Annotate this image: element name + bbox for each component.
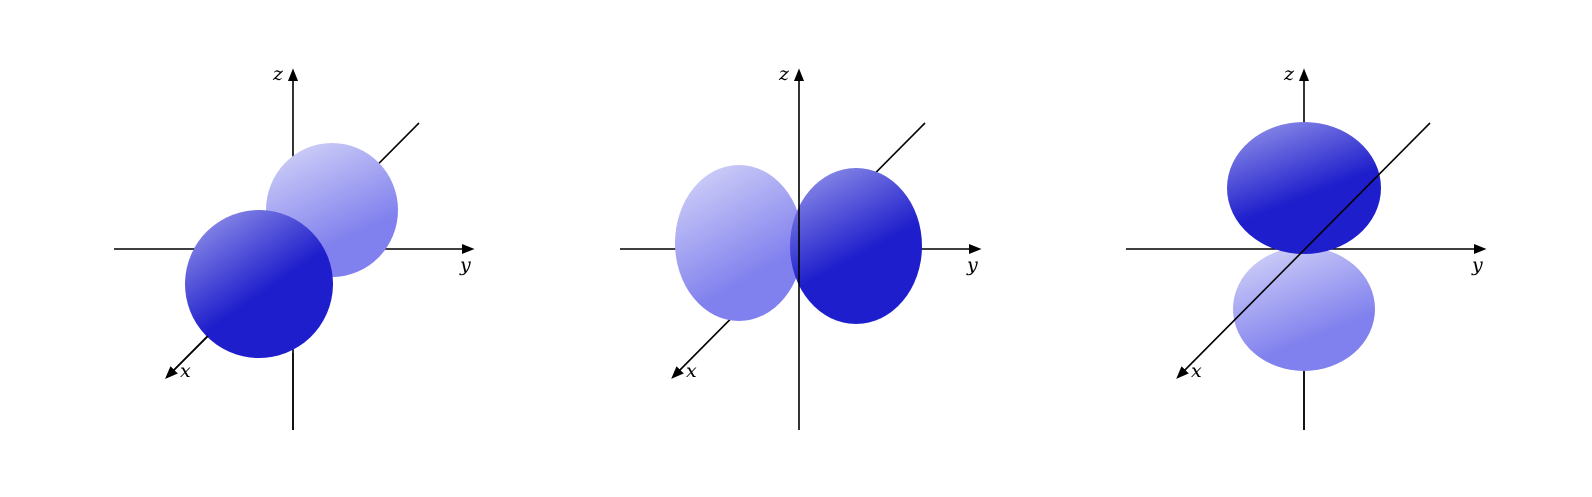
z-axis-label: z: [272, 63, 284, 85]
x-axis: [1176, 122, 1431, 379]
x-axis-label: x: [180, 360, 191, 382]
y-axis-label: y: [966, 254, 978, 276]
orbital-lobe-right: [790, 168, 922, 324]
orbital-lobe-upper: [1227, 122, 1381, 254]
x-axis-front: [165, 335, 209, 379]
orbital-lobe-front: [185, 210, 333, 358]
y-axis-label: y: [1471, 254, 1483, 276]
orbital-lobe-lower: [1233, 247, 1375, 371]
z-axis-label: z: [1283, 63, 1295, 85]
panel-px-orbital: z y x: [114, 63, 475, 430]
orbital-lobe-left: [675, 165, 803, 321]
z-axis-label: z: [778, 63, 790, 85]
panel-pz-orbital: z y x: [1126, 63, 1487, 430]
x-axis-label: x: [686, 360, 697, 382]
y-axis-label: y: [459, 254, 471, 276]
panel-py-orbital: z y x: [620, 63, 982, 430]
x-axis-label: x: [1191, 360, 1202, 382]
